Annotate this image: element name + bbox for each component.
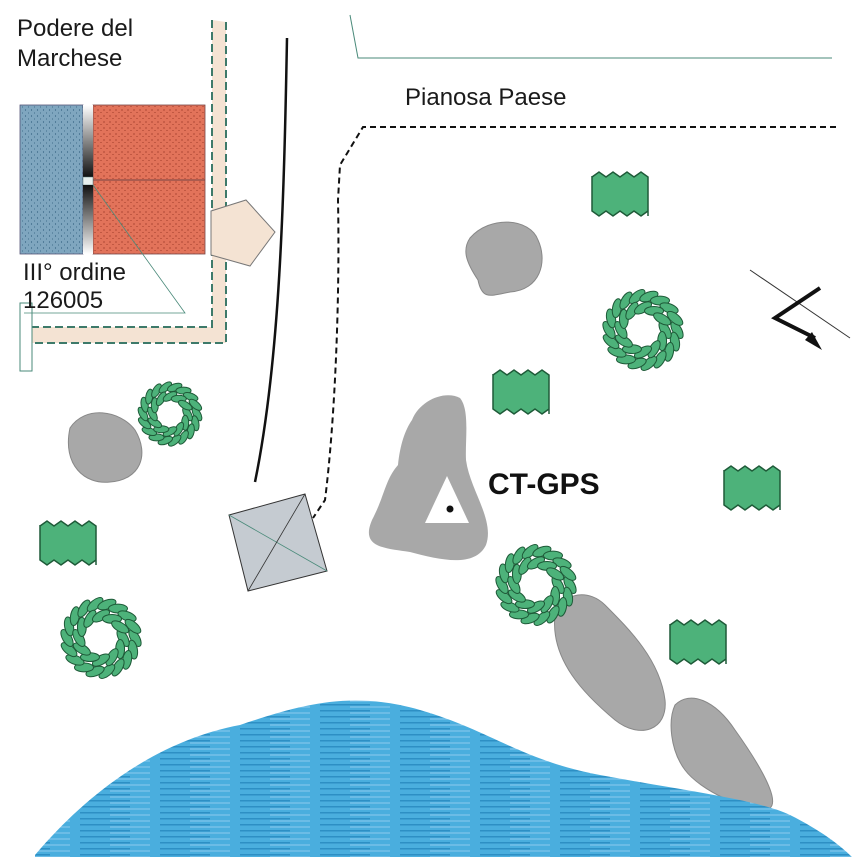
shrub-icon (492, 369, 550, 415)
north-arrow-icon (771, 286, 822, 340)
order-label-line1: III° ordine (23, 259, 126, 286)
water-body (35, 700, 852, 857)
rock-large (368, 395, 488, 561)
rock (554, 594, 666, 731)
path-line (253, 37, 289, 483)
tree-icon (495, 544, 577, 626)
shrub-icon (723, 465, 781, 511)
survey-triangle-icon (425, 476, 469, 523)
tree-icon (60, 597, 142, 679)
shrub-icon (591, 171, 649, 217)
rock (68, 412, 143, 483)
shrub-icon (39, 520, 97, 566)
station-label: CT-GPS (488, 468, 600, 501)
tree-icon (602, 289, 684, 371)
order-label-line2: 126005 (23, 287, 104, 314)
ditch-strip (83, 105, 93, 177)
survey-point (446, 505, 454, 513)
field-blue (19, 104, 84, 255)
shrub-icon (669, 619, 727, 665)
farm-label-line1: Podere del (17, 15, 134, 42)
marker-post (19, 302, 33, 372)
tree-icon (137, 381, 203, 447)
building-square (228, 493, 328, 592)
boundary-line (349, 14, 832, 59)
leader-line (24, 184, 186, 314)
road-edge (32, 20, 227, 344)
farm-label-line2: Marchese (17, 45, 123, 72)
rock (465, 221, 543, 296)
village-label: Pianosa Paese (405, 84, 567, 111)
building-pentagon (210, 199, 276, 267)
dashed-track (312, 126, 836, 519)
north-line (749, 269, 851, 339)
